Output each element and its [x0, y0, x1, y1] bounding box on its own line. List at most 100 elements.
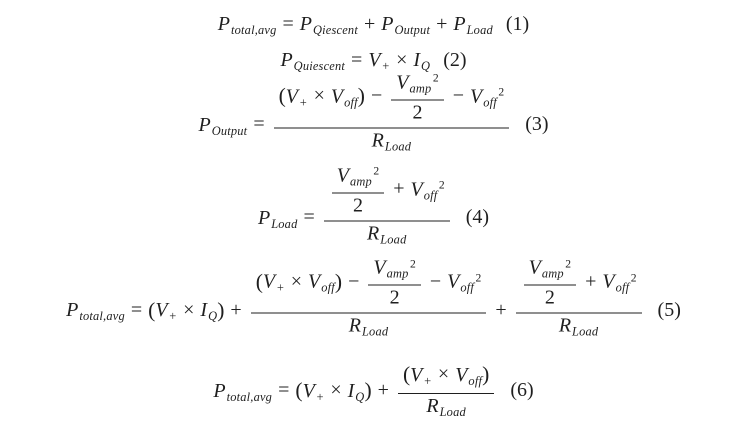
math-operator: − — [370, 84, 383, 107]
variable-base: V — [373, 256, 386, 279]
math-operator: + — [585, 270, 597, 293]
math-variable: Voff2 — [447, 271, 481, 295]
math-operator: + — [230, 298, 242, 321]
math-variable: Voff2 — [470, 86, 504, 109]
numerator: Vamp2 — [391, 72, 443, 97]
variable-base: P — [217, 13, 230, 36]
numerator: Vamp2 — [368, 256, 420, 283]
variable-base: I — [347, 379, 355, 402]
math-operator: + — [436, 12, 448, 35]
math-variable: IQ — [413, 50, 430, 73]
math-variable: V+ — [368, 50, 390, 73]
subscript: + — [423, 373, 432, 388]
variable-base: V — [285, 85, 299, 108]
variable-base: V — [396, 71, 409, 94]
math-variable: V+ — [155, 300, 177, 323]
variable-base: P — [381, 13, 394, 36]
parenthesis: ) — [357, 83, 365, 108]
variable-base: V — [410, 178, 423, 201]
variable-base: V — [307, 270, 321, 293]
variable-base: V — [336, 164, 349, 187]
math-variable: V+ — [263, 271, 285, 295]
variable-base: V — [155, 299, 168, 322]
superscript: 2 — [438, 178, 445, 192]
math-operator: − — [348, 270, 360, 293]
numerator: (V+×Voff) — [398, 363, 494, 391]
variable-base: V — [528, 256, 541, 279]
subscript: Load — [439, 404, 466, 419]
math-variable: Ptotal,avg — [66, 300, 125, 323]
math-variable: PLoad — [453, 14, 493, 37]
subscript: Q — [355, 389, 365, 404]
math-operator: = — [282, 12, 294, 35]
denominator: RLoad — [323, 220, 450, 247]
subscript: + — [315, 389, 325, 404]
math-operator: × — [313, 84, 325, 107]
math-operator: + — [495, 298, 507, 321]
parenthesis: ) — [482, 362, 490, 387]
parenthesis: ( — [255, 269, 263, 294]
parenthesis: ( — [295, 378, 303, 403]
variable-base: V — [330, 85, 344, 108]
variable-base: R — [558, 314, 572, 337]
parenthesis: ) — [217, 298, 225, 323]
variable-base: I — [413, 49, 421, 72]
denominator: 2 — [391, 99, 444, 123]
superscript: 2 — [565, 257, 572, 271]
math-variable: Voff2 — [602, 271, 636, 295]
subscript: Load — [380, 232, 407, 247]
math-operator: = — [253, 113, 265, 136]
variable-base: V — [455, 363, 468, 386]
superscript: 2 — [410, 257, 416, 271]
math-variable: RLoad — [558, 314, 599, 339]
subscript: off — [468, 373, 483, 388]
subscript: total,avg — [79, 309, 125, 324]
subscript: Load — [271, 216, 298, 231]
parenthesis: ) — [334, 269, 343, 294]
denominator: RLoad — [250, 312, 487, 339]
math-operator: × — [290, 270, 302, 293]
variable-base: P — [213, 379, 226, 402]
math-operator: × — [396, 48, 408, 71]
subscript: Output — [211, 123, 248, 138]
math-operator: × — [437, 363, 450, 386]
math-variable: Vamp2 — [337, 165, 379, 188]
number-literal: 2 — [544, 286, 555, 309]
math-variable: PQiescent — [300, 14, 358, 37]
equation-body: PQuiescent=V+×IQ — [280, 48, 430, 74]
variable-base: R — [371, 129, 384, 152]
denominator: 2 — [523, 284, 577, 309]
superscript: 2 — [373, 164, 380, 178]
denominator: RLoad — [273, 127, 510, 153]
math-operator: − — [429, 270, 442, 293]
variable-base: P — [280, 49, 293, 72]
subscript: amp — [386, 266, 409, 281]
math-variable: V+ — [410, 364, 432, 388]
math-operator: + — [377, 379, 389, 402]
variable-base: V — [368, 49, 381, 72]
math-variable: PQuiescent — [280, 50, 345, 73]
equation-number: (5) — [657, 298, 681, 321]
equation-6: Ptotal,avg=(V+×IQ)+(V+×Voff)RLoad (6) — [213, 363, 534, 420]
subscript: off — [483, 95, 497, 110]
parenthesis: ( — [278, 83, 286, 108]
math-operator: = — [278, 379, 290, 402]
math-variable: Voff — [455, 363, 483, 388]
equation-number: (2) — [443, 48, 467, 71]
variable-base: I — [200, 299, 208, 322]
superscript: 2 — [498, 85, 505, 99]
fraction: (V+×Voff)RLoad — [397, 363, 495, 419]
variable-base: R — [366, 222, 380, 245]
subscript: Q — [421, 59, 431, 74]
equation-number: (6) — [510, 379, 534, 402]
math-variable: Ptotal,avg — [213, 379, 272, 404]
